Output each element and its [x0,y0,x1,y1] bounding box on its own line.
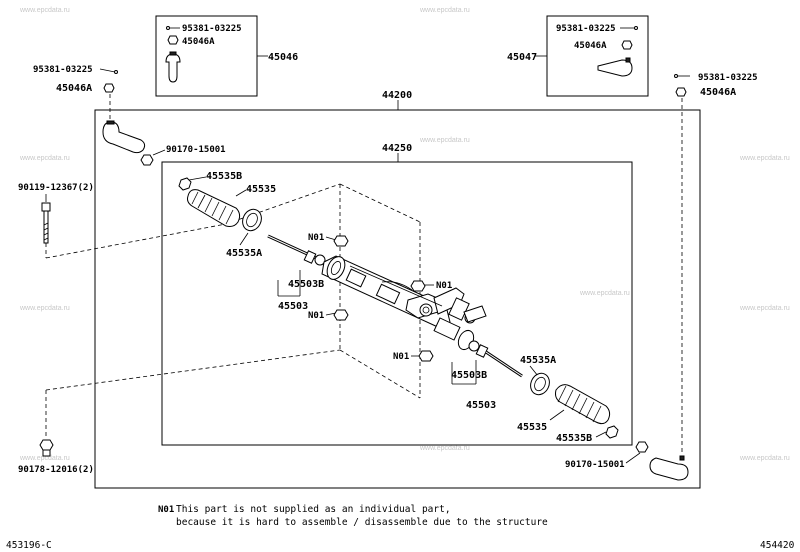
n01-marker: N01 [393,352,409,362]
band-clamp [530,372,550,396]
watermark: www.epcdata.ru [419,7,470,14]
label-45503B: 45503B [451,370,487,381]
band-clamp [242,208,262,232]
n01-marker: N01 [308,233,324,243]
label-45503: 45503 [278,301,308,312]
label-45046A: 45046A [700,87,736,98]
watermark: www.epcdata.ru [419,445,470,452]
tie-rod-end-left [102,121,146,154]
clamp-icon [178,177,192,191]
watermark: www.epcdata.ru [579,290,630,297]
nut-icon [103,83,115,93]
label-45046A: 45046A [182,37,215,47]
label-95381-03225: 95381-03225 [556,24,616,34]
label-45535: 45535 [517,422,547,433]
watermark: www.epcdata.ru [19,455,70,462]
label-44250: 44250 [382,143,412,154]
nut-icon [167,35,179,45]
nut-icon [410,280,426,292]
label-90119-12367: 90119-12367(2) [18,183,94,193]
watermark: www.epcdata.ru [739,455,790,462]
inner-tie-rod-right [468,340,523,378]
label-44200: 44200 [382,90,412,101]
label-45535: 45535 [246,184,276,195]
nut-icon [333,309,349,321]
nut-icon [635,441,649,453]
label-45046A: 45046A [56,83,92,94]
label-45047: 45047 [507,52,537,63]
diagram-code-left: 453196-C [6,540,52,551]
inner-tie-rod-left [267,234,326,266]
inset-45047: 95381-03225 45046A [535,15,649,97]
tie-rod-end-icon [165,53,181,83]
label-95381-03225: 95381-03225 [698,73,758,83]
label-45535B: 45535B [556,433,592,444]
label-90178-12016: 90178-12016(2) [18,465,94,475]
clamp-icon [605,425,619,439]
label-90170-15001: 90170-15001 [166,145,226,155]
label-45535B: 45535B [206,171,242,182]
label-45503B: 45503B [288,279,324,290]
watermark: www.epcdata.ru [739,155,790,162]
n01-marker: N01 [308,311,324,321]
nut-icon [333,235,349,247]
label-95381-03225: 95381-03225 [182,24,242,34]
diagram-code-right: 454420 [760,540,795,551]
label-45503: 45503 [466,400,496,411]
rack-housing [321,255,487,351]
watermark: www.epcdata.ru [19,155,70,162]
assembly-frame-44200 [94,109,701,489]
label-45046A: 45046A [574,41,607,51]
tie-rod-end-right [649,457,689,481]
label-45535A: 45535A [520,355,556,366]
nut-icon [140,154,154,166]
nut-icon [418,350,434,362]
nut-icon [39,439,54,451]
note-line-2: because it is hard to assemble / disasse… [176,517,548,528]
watermark: www.epcdata.ru [739,305,790,312]
label-45535A: 45535A [226,248,262,259]
label-95381-03225: 95381-03225 [33,65,93,75]
n01-marker: N01 [436,281,452,291]
watermark: www.epcdata.ru [419,137,470,144]
note-marker: N01 [158,505,174,515]
watermark-layer: www.epcdata.ru www.epcdata.ru www.epcdat… [19,7,790,462]
label-90170-15001: 90170-15001 [565,460,625,470]
watermark: www.epcdata.ru [19,305,70,312]
label-45046: 45046 [268,52,298,63]
boot-left [187,189,241,227]
watermark: www.epcdata.ru [19,7,70,14]
note-line-1: This part is not supplied as an individu… [176,504,451,515]
boot-right [555,384,611,425]
assembly-frame-44250 [161,161,633,446]
inset-45046: 95381-03225 45046A [155,15,268,97]
nut-icon [621,40,633,50]
bolt-head [41,202,51,212]
nut-icon [675,87,687,97]
